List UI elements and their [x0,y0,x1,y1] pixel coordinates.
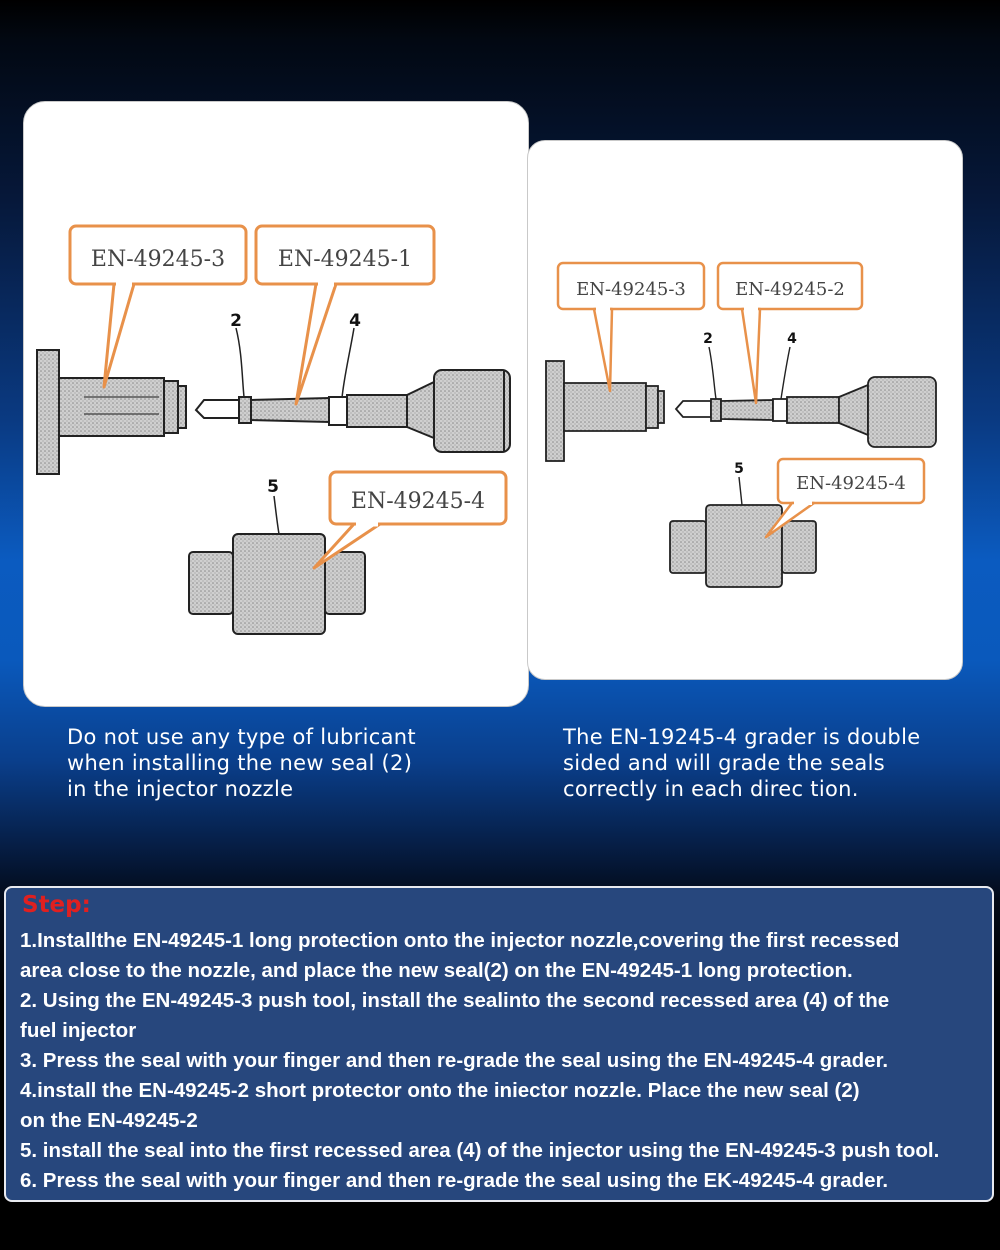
steps-box: Step: 1.Installthe EN-49245-1 long prote… [4,886,994,1202]
caption-left: Do not use any type of lubricant when in… [67,724,467,802]
part-number-4: 4 [349,311,361,331]
callout-label: EN-49245-2 [735,279,845,300]
step-line: 4.install the EN-49245-2 short protector… [20,1079,860,1102]
callout-en-49245-1-left: EN-49245-1 [254,224,436,406]
caption-line: correctly in each direc tion. [563,777,859,801]
part-number-2: 2 [230,311,242,331]
part-number-5: 5 [267,477,279,497]
step-line: fuel injector [20,1019,137,1042]
callout-en-49245-3-left: EN-49245-3 [68,224,248,389]
caption-line: sided and will grade the seals [563,751,885,775]
step-line: 6. Press the seal with your finger and t… [20,1169,889,1192]
step-line: 5. install the seal into the first reces… [20,1139,940,1162]
step-line: on the EN-49245-2 [20,1109,198,1132]
part-number-5: 5 [734,461,744,477]
callout-label: EN-49245-3 [91,247,225,272]
caption-line: in the injector nozzle [67,777,294,801]
diagram-panel-left: EN-49245-3 EN-49245-1 EN-49245-4 2 4 5 [23,101,529,707]
steps-list: 1.Installthe EN-49245-1 long protection … [20,926,980,1196]
diagram-panel-right: EN-49245-3 EN-49245-2 EN-49245-4 2 4 5 [527,140,963,680]
caption-line: Do not use any type of lubricant [67,725,416,749]
callout-en-49245-4-right: EN-49245-4 [764,457,926,539]
grader-left [188,533,366,635]
callout-label: EN-49245-4 [796,473,906,494]
caption-line: when installing the new seal (2) [67,751,413,775]
part-number-2: 2 [703,331,713,347]
callout-label: EN-49245-4 [351,489,485,514]
callout-en-49245-2-right: EN-49245-2 [716,261,864,405]
caption-right: The EN-19245-4 grader is double sided an… [563,724,963,802]
injector-left [194,369,511,453]
callout-label: EN-49245-3 [576,279,686,300]
step-line: 1.Installthe EN-49245-1 long protection … [20,929,900,952]
injector-diagram-right: EN-49245-3 EN-49245-2 EN-49245-4 2 4 5 [545,261,937,588]
push-tool-right [545,360,665,462]
push-tool-left [36,349,187,475]
grader-right [669,504,817,588]
injector-right [674,376,937,448]
callout-en-49245-4-left: EN-49245-4 [312,470,508,570]
caption-line: The EN-19245-4 grader is double [563,725,921,749]
callout-label: EN-49245-1 [278,247,412,272]
step-line: 2. Using the EN-49245-3 push tool, insta… [20,989,890,1012]
injector-diagram-left: EN-49245-3 EN-49245-1 EN-49245-4 2 4 5 [36,224,511,635]
step-line: area close to the nozzle, and place the … [20,959,853,982]
part-number-4: 4 [787,331,797,347]
step-line: 3. Press the seal with your finger and t… [20,1049,889,1072]
steps-title: Step: [22,892,91,918]
callout-en-49245-3-right: EN-49245-3 [556,261,706,393]
